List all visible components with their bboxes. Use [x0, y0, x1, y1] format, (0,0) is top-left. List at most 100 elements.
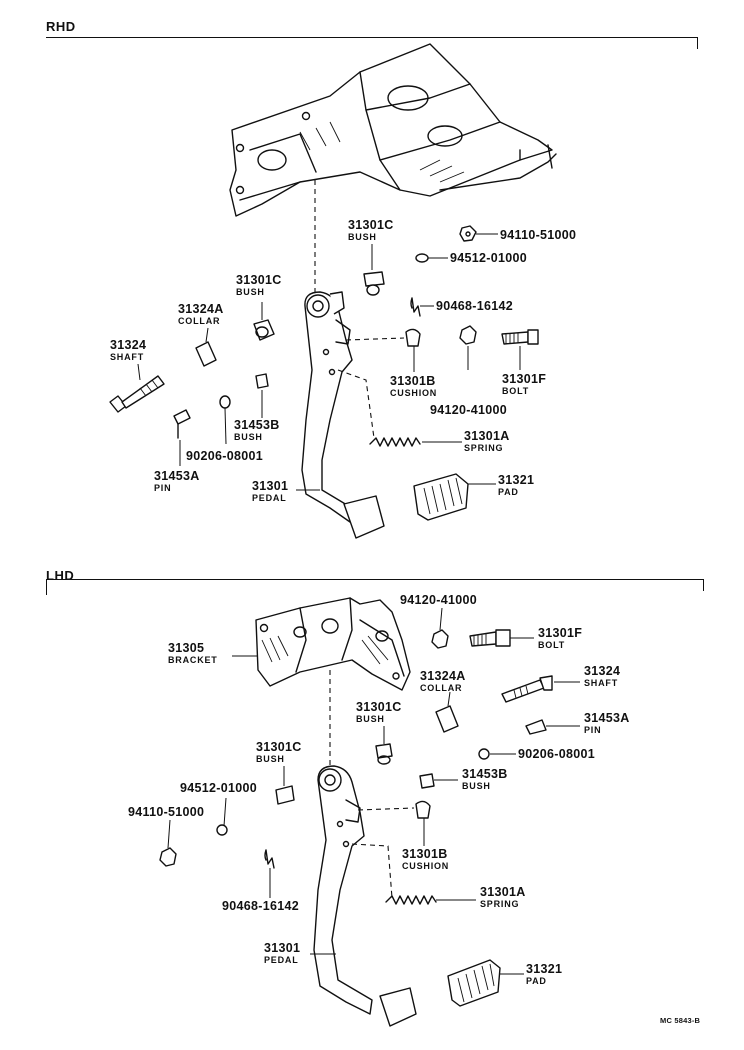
rhd-label-bush-upper: 31301C BUSH: [348, 219, 394, 242]
lhd-label-nut2: 94120-41000: [400, 594, 477, 607]
lhd-label-cotter: 90468-16142: [222, 900, 299, 913]
part-name: BUSH: [234, 431, 263, 442]
part-number: 31301: [252, 479, 289, 493]
part-number: 31301A: [464, 429, 510, 443]
rhd-frame-tick: [697, 37, 698, 49]
part-name: BUSH: [348, 231, 377, 242]
lhd-label-collar: 31324A COLLAR: [420, 670, 466, 693]
lhd-label-spring: 31301A SPRING: [480, 886, 526, 909]
lhd-bracket-drawing: [255, 597, 411, 691]
part-name: COLLAR: [178, 315, 221, 326]
part-name: BOLT: [502, 385, 530, 396]
part-name: CUSHION: [402, 860, 450, 871]
part-name: PAD: [498, 486, 519, 497]
part-number: 31321: [526, 962, 563, 976]
part-number: 31301F: [502, 372, 547, 386]
rhd-label-pin: 31453A PIN: [154, 470, 200, 493]
rhd-label-nut: 94110-51000: [500, 229, 576, 242]
rhd-support-bracket-drawing: [229, 43, 557, 217]
part-name: SHAFT: [110, 351, 144, 362]
rhd-leaders: [137, 233, 521, 491]
part-number: 90206-08001: [186, 449, 263, 463]
part-number: 94110-51000: [128, 805, 205, 819]
part-number: 94120-41000: [430, 403, 507, 417]
part-name: BRACKET: [168, 654, 218, 665]
part-number: 31301C: [348, 218, 394, 232]
part-name: PEDAL: [252, 492, 287, 503]
part-number: 31453B: [462, 767, 508, 781]
rhd-dash-cushion: [345, 337, 405, 341]
lhd-label-washer2: 90206-08001: [518, 748, 595, 761]
part-name: PAD: [526, 975, 547, 986]
lhd-frame-tick-right: [703, 579, 704, 591]
part-number: 31324: [584, 664, 621, 678]
part-number: 31324A: [420, 669, 466, 683]
lhd-label-nut: 94110-51000: [128, 806, 204, 819]
lhd-label-pad: 31321 PAD: [526, 963, 562, 986]
part-name: PIN: [154, 482, 172, 493]
part-name: COLLAR: [420, 682, 463, 693]
rhd-label-washer: 94512-01000: [450, 252, 527, 265]
lhd-dash-cushion: [357, 807, 415, 811]
lhd-label-pin: 31453A PIN: [584, 712, 630, 735]
part-number: 90468-16142: [436, 299, 513, 313]
part-number: 31301A: [480, 885, 526, 899]
rhd-label-pedal: 31301 PEDAL: [252, 480, 288, 503]
rhd-parts-drawing: [109, 225, 539, 521]
part-name: SPRING: [464, 442, 504, 453]
part-number: 31301B: [390, 374, 436, 388]
part-name: BUSH: [356, 713, 385, 724]
part-number: 31453A: [154, 469, 200, 483]
rhd-label-cotter: 90468-16142: [436, 300, 513, 313]
lhd-dash-spring: [351, 843, 393, 899]
lhd-label-bracket: 31305 BRACKET: [168, 642, 218, 665]
part-number: 31301C: [356, 700, 402, 714]
reference-code: MC 5843-B: [660, 1016, 701, 1025]
part-number: 31453B: [234, 418, 280, 432]
lhd-label-cushion: 31301B CUSHION: [402, 848, 449, 871]
part-number: 31321: [498, 473, 535, 487]
part-number: 31301B: [402, 847, 448, 861]
rhd-label-cushion: 31301B CUSHION: [390, 375, 437, 398]
part-name: SHAFT: [584, 677, 618, 688]
lhd-frame-line: [46, 579, 704, 580]
part-name: BUSH: [256, 753, 285, 764]
lhd-label-shaft: 31324 SHAFT: [584, 665, 620, 688]
part-number: 31305: [168, 641, 205, 655]
lhd-label-bush-left: 31301C BUSH: [256, 741, 302, 764]
rhd-dash-spring: [337, 369, 375, 439]
lhd-label-bolt: 31301F BOLT: [538, 627, 582, 650]
part-number: 94120-41000: [400, 593, 477, 607]
part-number: 31301C: [236, 273, 282, 287]
part-number: 31324: [110, 338, 147, 352]
lhd-frame-tick-left: [46, 579, 47, 595]
lhd-label-bush-small: 31453B BUSH: [462, 768, 508, 791]
lhd-label-bush-upper: 31301C BUSH: [356, 701, 402, 724]
lhd-label-washer: 94512-01000: [180, 782, 257, 795]
rhd-label-spring: 31301A SPRING: [464, 430, 510, 453]
rhd-pedal-drawing: [301, 291, 385, 539]
part-number: 90468-16142: [222, 899, 299, 913]
part-name: BUSH: [462, 780, 491, 791]
part-number: 94110-51000: [500, 228, 577, 242]
part-number: 31301C: [256, 740, 302, 754]
part-number: 31301F: [538, 626, 583, 640]
rhd-section-title: RHD: [46, 19, 76, 34]
part-name: CUSHION: [390, 387, 438, 398]
rhd-label-nut2: 94120-41000: [430, 404, 507, 417]
part-number: 31453A: [584, 711, 630, 725]
lhd-leaders: [167, 607, 580, 975]
rhd-frame-line: [46, 37, 698, 38]
part-number: 94512-01000: [450, 251, 527, 265]
rhd-label-bolt: 31301F BOLT: [502, 373, 546, 396]
part-name: BOLT: [538, 639, 566, 650]
part-number: 90206-08001: [518, 747, 595, 761]
part-number: 94512-01000: [180, 781, 257, 795]
lhd-parts-drawing: [159, 629, 553, 1007]
part-name: PEDAL: [264, 954, 299, 965]
rhd-label-bush-small: 31453B BUSH: [234, 419, 280, 442]
rhd-label-shaft: 31324 SHAFT: [110, 339, 146, 362]
part-name: PIN: [584, 724, 602, 735]
